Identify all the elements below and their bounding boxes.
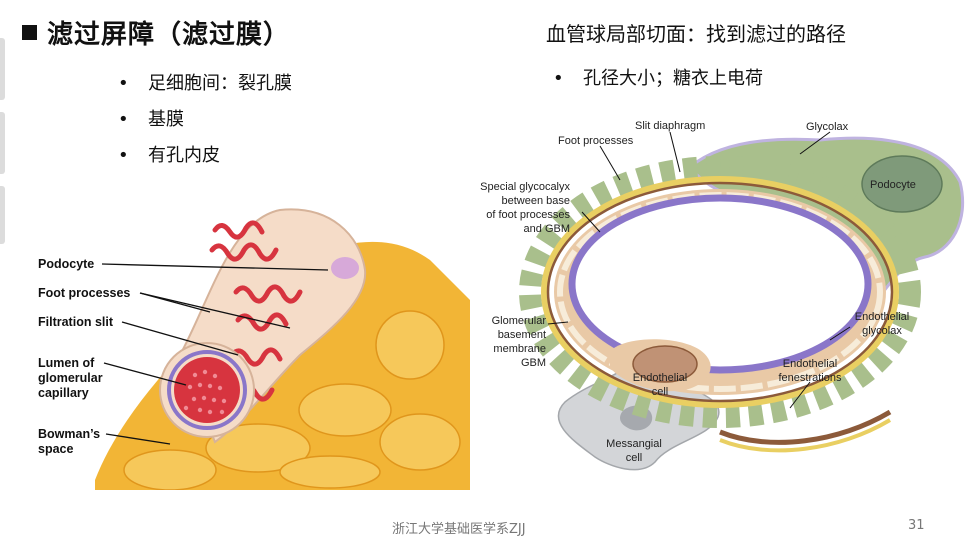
right-bullet: •孔径大小；糖衣上电荷 (553, 64, 763, 90)
label-podocyte: Podocyte (870, 179, 916, 191)
label-special-glycocalyx: of foot processes (486, 209, 570, 221)
label-gbm: basement (498, 329, 546, 341)
glomerular-capillary-section: Foot processes Slit diaphragm Glycolax P… (470, 112, 968, 482)
label-glycolax: Glycolax (806, 121, 849, 133)
label-messangial-cell: cell (626, 452, 643, 464)
label-special-glycocalyx: Special glycocalyx (480, 181, 570, 193)
slide-title: 滤过屏障（滤过膜） (22, 14, 290, 51)
label-gbm: GBM (521, 357, 546, 369)
label-special-glycocalyx: and GBM (524, 223, 570, 235)
page-number: 31 (908, 518, 925, 533)
list-item: •有孔内皮 (118, 144, 292, 180)
label-messangial-cell: Messangial (606, 438, 662, 450)
bullet-dot-icon: • (118, 72, 148, 96)
label-lumen: capillary (38, 386, 89, 400)
label-gbm: membrane (493, 343, 546, 355)
bullet-dot-icon: • (553, 68, 583, 89)
label-endothelial-cell: cell (652, 386, 669, 398)
side-tab-1[interactable] (0, 38, 5, 100)
capillary-lumen (572, 198, 868, 370)
capillary-podocyte-illustration: Podocyte Foot processes Filtration slit … (0, 180, 470, 490)
left-bullet-list: •足细胞间：裂孔膜 •基膜 •有孔内皮 (118, 72, 292, 180)
label-foot-processes: Foot processes (38, 286, 130, 300)
label-endothelial-fenestrations: fenestrations (779, 372, 842, 384)
bullet-dot-icon: • (118, 108, 148, 132)
bullet-dot-icon: • (118, 144, 148, 168)
lower-wall (720, 412, 890, 442)
label-slit-diaphragm: Slit diaphragm (635, 120, 705, 132)
square-bullet-icon (22, 25, 37, 40)
capillary-lumen (174, 357, 240, 423)
label-endothelial-glycolax: Endothelial (855, 311, 909, 323)
label-endothelial-cell: Endothelial (633, 372, 687, 384)
label-endothelial-glycolax: glycolax (862, 325, 902, 337)
label-bowman: Bowman’s (38, 427, 100, 441)
label-filtration-slit: Filtration slit (38, 315, 114, 329)
list-item: •基膜 (118, 108, 292, 144)
label-foot-processes: Foot processes (558, 135, 634, 147)
slide-title-text: 滤过屏障（滤过膜） (47, 20, 290, 50)
label-lumen: Lumen of (38, 356, 95, 370)
label-special-glycocalyx: between base (502, 195, 571, 207)
label-gbm: Glomerular (492, 315, 547, 327)
label-podocyte: Podocyte (38, 257, 94, 271)
label-endothelial-fenestrations: Endothelial (783, 358, 837, 370)
list-item: •足细胞间：裂孔膜 (118, 72, 292, 108)
right-title: 血管球局部切面：找到滤过的路径 (546, 18, 846, 47)
podocyte-nucleus (331, 257, 359, 279)
side-tab-2[interactable] (0, 112, 5, 174)
label-bowman: space (38, 442, 73, 456)
label-lumen: glomerular (38, 371, 103, 385)
footer-text: 浙江大学基础医学系ZJJ (392, 518, 526, 537)
